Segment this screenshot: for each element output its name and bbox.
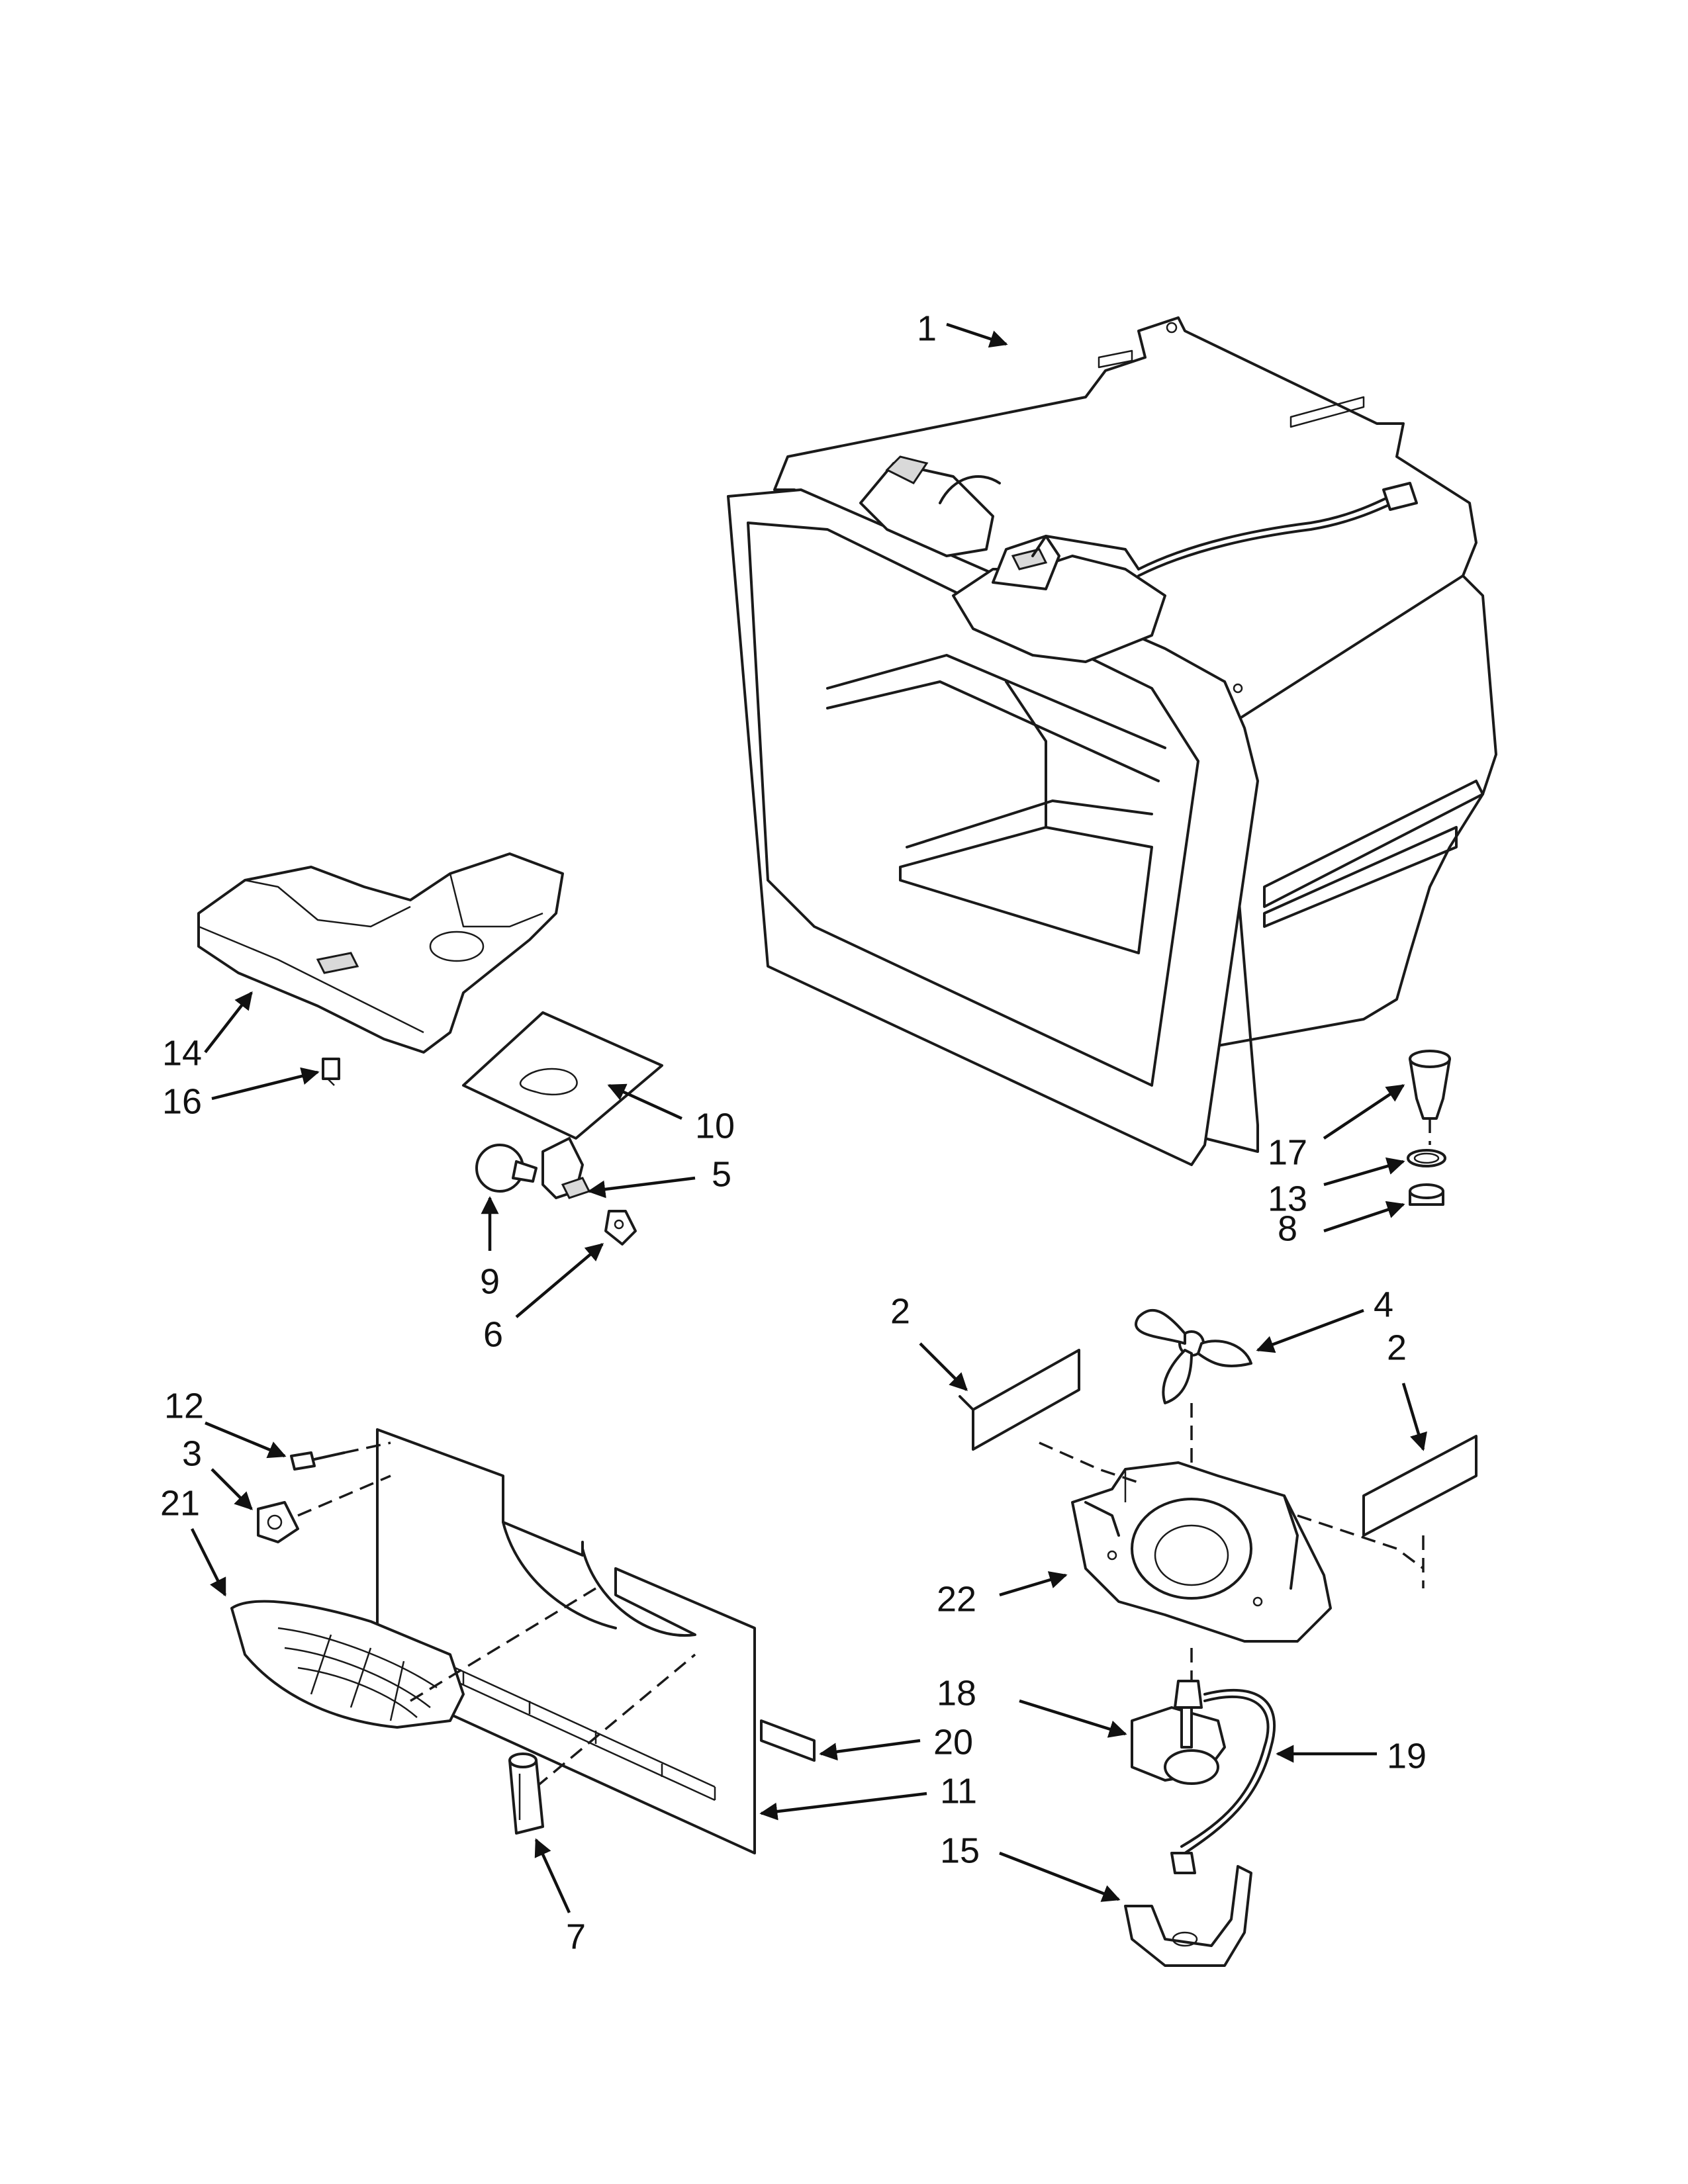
callout-2-left: 2 — [890, 1291, 910, 1331]
air-duct-cover — [197, 852, 663, 1140]
light-bulb-socket — [475, 1137, 637, 1246]
callout-1: 1 — [917, 308, 937, 348]
callout-14: 14 — [162, 1033, 202, 1073]
callout-11: 11 — [940, 1771, 977, 1811]
evaporator-fan-housing — [959, 1308, 1477, 1643]
callout-22: 22 — [937, 1579, 976, 1619]
callout-17: 17 — [1268, 1132, 1307, 1172]
callout-16: 16 — [162, 1081, 202, 1121]
callout-labels: 1 14 16 10 5 9 6 17 13 8 2 4 2 12 3 21 2… — [160, 308, 1427, 1956]
callout-21: 21 — [160, 1483, 200, 1523]
callout-2-right: 2 — [1387, 1328, 1407, 1367]
callout-19: 19 — [1387, 1736, 1427, 1776]
drain-cup-stack — [1407, 1050, 1451, 1206]
callout-6: 6 — [483, 1314, 503, 1354]
callout-10: 10 — [695, 1106, 735, 1146]
freezer-liner-housing — [727, 316, 1497, 1166]
evaporator-cover-panel — [230, 1428, 816, 1854]
callout-7: 7 — [566, 1917, 586, 1956]
fan-motor-assembly — [1124, 1648, 1276, 1967]
callout-9: 9 — [480, 1261, 500, 1301]
callout-12: 12 — [164, 1386, 204, 1426]
callout-18: 18 — [937, 1673, 976, 1713]
callout-20: 20 — [933, 1722, 973, 1762]
callout-5: 5 — [712, 1154, 731, 1194]
callout-3: 3 — [182, 1433, 202, 1473]
callout-15: 15 — [940, 1831, 980, 1870]
callout-8: 8 — [1278, 1208, 1297, 1248]
leader-arrows — [190, 322, 1427, 1913]
callout-4: 4 — [1374, 1285, 1393, 1324]
callout-13: 13 — [1268, 1179, 1307, 1218]
